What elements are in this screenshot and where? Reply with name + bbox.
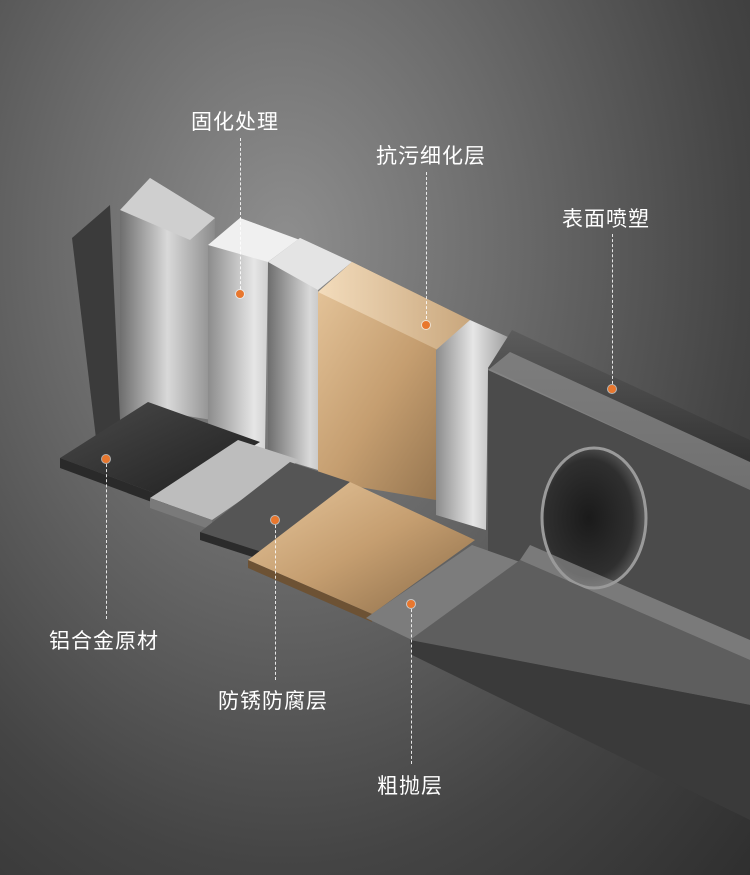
silver-slab2-face: [436, 320, 510, 530]
label-curing: 固化处理: [191, 110, 279, 134]
bottom-profile-face: [410, 640, 750, 820]
label-anti-fouling: 抗污细化层: [376, 144, 486, 168]
leader-aluminum-base: [106, 459, 107, 619]
marker-anti-rust: [271, 516, 279, 524]
lower-dark2-edge: [200, 532, 262, 560]
leader-anti-fouling: [426, 172, 427, 324]
marker-curing: [236, 290, 244, 298]
label-anti-rust: 防锈防腐层: [218, 689, 328, 713]
profile-rim: [488, 352, 750, 490]
marker-anti-fouling: [422, 321, 430, 329]
leader-anti-rust: [275, 520, 276, 680]
marker-powder-coating: [608, 385, 616, 393]
marker-rough-polish: [407, 600, 415, 608]
lower-gold-top: [248, 482, 475, 614]
lower-silver-edge: [150, 498, 212, 530]
base-slab-top: [120, 178, 215, 240]
gold-slab-top: [318, 262, 470, 350]
aluminum-end-back: [72, 205, 120, 455]
marker-aluminum-base: [102, 455, 110, 463]
lower-gold-edge: [248, 560, 372, 622]
curing-slab-face: [208, 218, 300, 450]
leader-curing: [240, 138, 241, 294]
lower-dark2-top: [200, 462, 350, 552]
label-rough-polish: 粗抛层: [377, 774, 443, 798]
bottom-profile-rim: [520, 545, 750, 660]
curing-slab-top: [208, 218, 300, 262]
lower-silver-top: [150, 440, 300, 520]
bottom-profile-top: [410, 560, 750, 705]
leader-rough-polish: [411, 604, 412, 764]
lower-silver2-top: [366, 545, 520, 640]
silver-slab-top: [268, 238, 352, 290]
label-powder-coating: 表面喷塑: [562, 207, 650, 231]
label-aluminum-base: 铝合金原材: [49, 629, 159, 653]
lower-dark-edge: [60, 458, 168, 508]
silver-slab-face: [268, 238, 352, 470]
leader-powder-coating: [612, 234, 613, 389]
lower-dark-top: [60, 402, 260, 498]
